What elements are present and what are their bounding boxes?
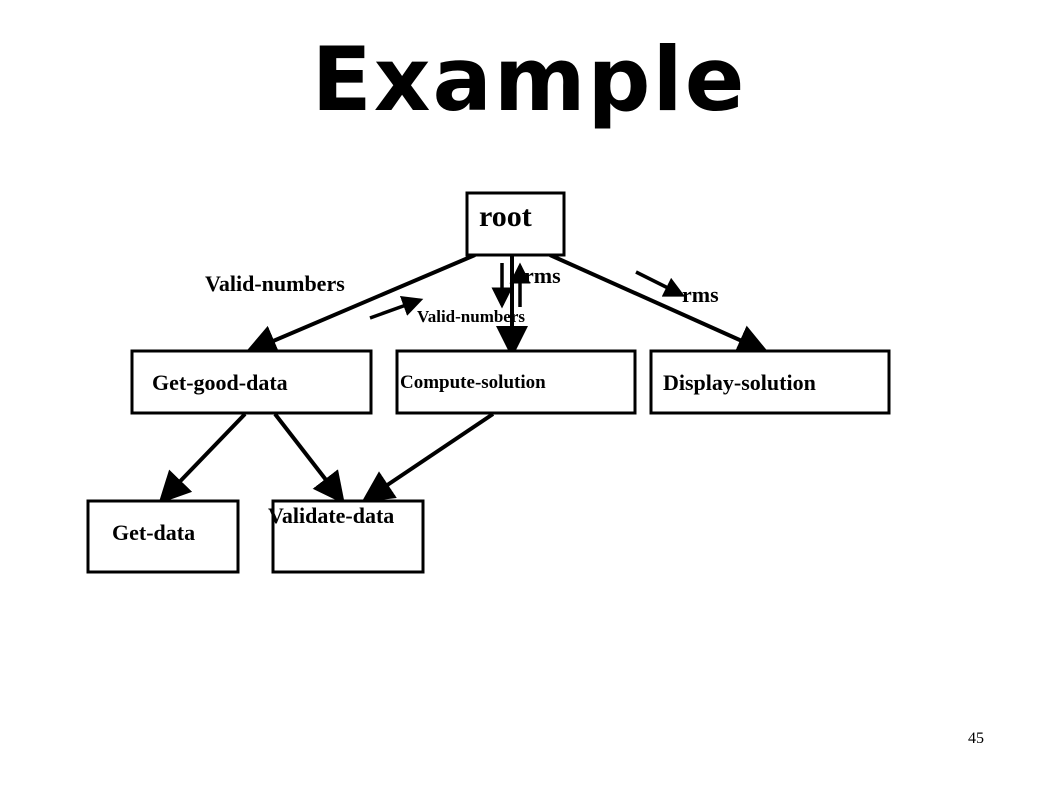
node-root [465,191,566,257]
edge-root-to-display-solution [549,253,770,355]
slide-title: Example [311,28,747,131]
node-get-good-data-label: Get-good-data [152,370,288,395]
flow-label-valid-numbers-left: Valid-numbers [205,271,345,296]
node-compute-solution [395,349,637,415]
node-validate-data [271,499,425,574]
node-get-data [86,499,240,574]
node-compute-solution-label: Compute-solution [400,372,546,393]
edge-get-good-data-to-validate-data [273,412,345,505]
edge-compute-solution-to-validate-data [361,412,495,503]
node-display-solution-label: Display-solution [663,370,816,395]
edge-root-to-get-good-data [244,253,476,356]
node-get-data-label: Get-data [112,520,195,545]
node-validate-data-label: Validate-data [268,503,394,528]
flow-arrow-valid-numbers-left [369,296,424,320]
flow-arrow-rms-right [635,270,686,297]
page-number: 45 [968,730,984,747]
node-display-solution [649,349,891,415]
node-root-label: root [479,200,532,233]
edge-get-good-data-to-get-data [158,412,247,504]
flow-label-rms-center: rms [524,263,561,288]
flow-label-valid-numbers-center: Valid-numbers [417,307,525,326]
node-get-good-data [130,349,373,415]
flow-label-rms-right: rms [682,282,719,307]
